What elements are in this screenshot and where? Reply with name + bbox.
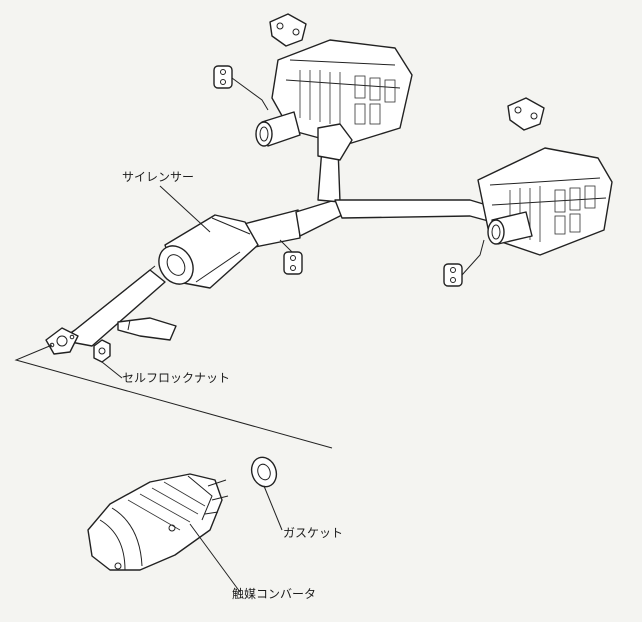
hanger-bracket-icon	[269, 13, 307, 47]
hanger-leader	[231, 77, 269, 111]
gasket-ring-icon	[250, 456, 278, 488]
nut-leader	[101, 361, 123, 379]
center-silencer	[158, 214, 259, 289]
label-catalytic-converter: 触媒コンバータ	[232, 587, 316, 601]
detail-wedge-line	[14, 344, 333, 449]
rubber-hanger-icon	[443, 263, 463, 287]
converter-leader	[189, 523, 241, 593]
right-rear-muffler	[477, 147, 613, 256]
gasket-leader	[263, 485, 283, 531]
label-silencer: サイレンサー	[122, 170, 194, 184]
rubber-hanger-icon	[283, 251, 303, 275]
hanger-leader	[279, 239, 293, 253]
silencer-leader	[159, 185, 211, 233]
rubber-hanger-icon	[213, 65, 233, 89]
front-flange	[45, 327, 79, 355]
label-gasket: ガスケット	[283, 526, 343, 540]
label-self-lock-nut: セルフロックナット	[122, 371, 230, 385]
catalytic-converter	[87, 473, 229, 571]
hanger-bracket-icon	[507, 97, 545, 131]
hanger-leader	[461, 239, 485, 276]
nut-icon	[93, 339, 111, 363]
left-rear-muffler	[255, 39, 413, 161]
